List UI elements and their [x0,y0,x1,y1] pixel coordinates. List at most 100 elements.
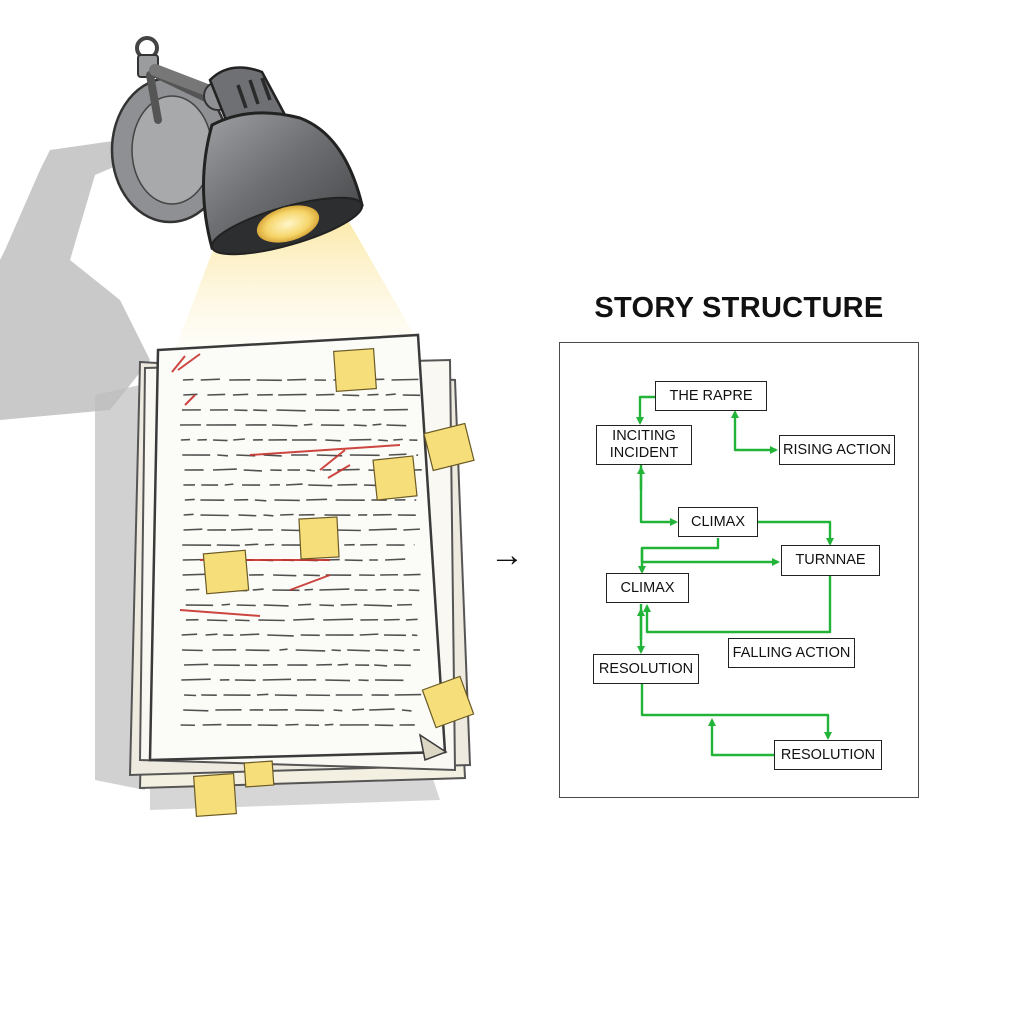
manuscript-scribble [331,649,341,652]
manuscript-scribble [385,393,396,396]
manuscript-scribble [182,649,203,652]
manuscript-scribble [263,604,289,607]
manuscript-scribble [403,573,421,576]
manuscript-scribble [363,604,393,607]
manuscript-scribble [293,618,315,621]
manuscript-scribble [221,603,231,606]
manuscript-scribble [233,438,245,441]
manuscript-scribble [306,469,316,472]
manuscript-scribble [184,663,209,666]
manuscript-scribble [388,453,407,456]
manuscript-scribble [333,709,343,712]
manuscript-scribble [340,603,358,606]
manuscript-scribble [183,513,194,516]
manuscript-scribble [267,634,294,637]
manuscript-scribble [278,393,307,396]
manuscript-scribble [319,588,350,591]
node-climax-lower: CLIMAX [606,573,689,603]
node-rising-action: RISING ACTION [779,435,895,465]
manuscript-scribble [185,588,200,591]
manuscript-scribble [304,588,313,591]
manuscript-scribble [337,663,349,666]
manuscript-scribble [403,528,420,531]
manuscript-scribble [287,378,307,381]
manuscript-scribble [200,378,220,381]
manuscript-scribble [273,574,297,577]
manuscript-scribble [272,424,298,427]
manuscript-scribble [235,619,250,622]
manuscript-scribble [200,514,229,517]
manuscript-scribble [182,573,208,576]
manuscript-scribble [308,484,333,487]
manuscript-scribble [285,483,303,486]
manuscript-scribble [212,468,237,471]
manuscript-scribble [244,543,259,546]
manuscript-scribble [352,708,365,711]
manuscript-scribble [295,649,326,652]
manuscript-scribble [401,709,412,712]
manuscript-scribble [285,723,299,726]
manuscript-scribble [231,528,253,531]
manuscript-scribble [367,393,379,396]
manuscript-scribble [368,528,397,531]
manuscript-scribble [374,664,388,667]
manuscript-scribble [325,439,341,442]
manuscript-scribble [184,694,197,697]
manuscript-scribble [347,649,370,652]
sticky-note-icon [193,348,475,817]
manuscript-scribble [182,378,194,381]
manuscript-scribble [239,633,260,636]
node-the-rapre: THE RAPRE [655,381,767,411]
right-arrow-icon: → [490,536,524,574]
manuscript-scribble [206,619,228,622]
manuscript-scribble [279,648,288,651]
node-falling-action: FALLING ACTION [728,638,855,668]
manuscript-scribble [263,514,274,517]
manuscript-scribble [181,633,198,636]
manuscript-scribble [232,393,249,396]
manuscript-stack-icon [95,333,472,810]
manuscript-scribble [262,678,292,681]
manuscript-scribble [325,679,351,682]
manuscript-scribble [359,633,379,636]
manuscript-scribble [276,409,306,412]
manuscript-scribble [369,708,395,711]
manuscript-scribble [207,393,226,396]
manuscript-scribble [224,483,234,486]
manuscript-scribble [391,378,419,381]
manuscript-scribble [184,498,195,501]
manuscript-scribble [386,424,407,427]
manuscript-scribble [315,393,335,396]
manuscript-scribble [342,394,360,397]
node-resolution-left: RESOLUTION [593,654,699,684]
manuscript-scribble [181,678,211,681]
manuscript-scribble [183,709,209,712]
manuscript-scribble [243,469,263,472]
manuscript-scribble [353,424,367,427]
manuscript-scribble [254,499,267,502]
manuscript-scribble [217,454,229,457]
manuscript-scribble [324,723,334,726]
desk-lamp-icon [110,36,364,256]
manuscript-scribble [212,439,228,442]
manuscript-scribble [183,393,198,396]
manuscript-scribble [253,409,268,412]
manuscript-scribble [205,633,218,636]
manuscript-scribble [405,618,418,621]
node-resolution-bottom: RESOLUTION [774,740,882,770]
manuscript-scribble [393,438,403,441]
diagram-title: STORY STRUCTURE [594,292,884,324]
manuscript-scribble [252,588,264,591]
manuscript-scribble [238,514,257,517]
manuscript-scribble [375,649,388,652]
manuscript-scribble [298,603,312,606]
manuscript-scribble [306,498,328,501]
node-inciting-incident: INCITING INCIDENT [596,425,692,465]
manuscript-scribble [183,528,203,531]
manuscript-scribble [256,693,269,696]
manuscript-scribble [303,574,320,577]
manuscript-scribble [303,423,313,426]
manuscript-scribble [393,649,405,652]
manuscript-scribble [319,604,334,607]
